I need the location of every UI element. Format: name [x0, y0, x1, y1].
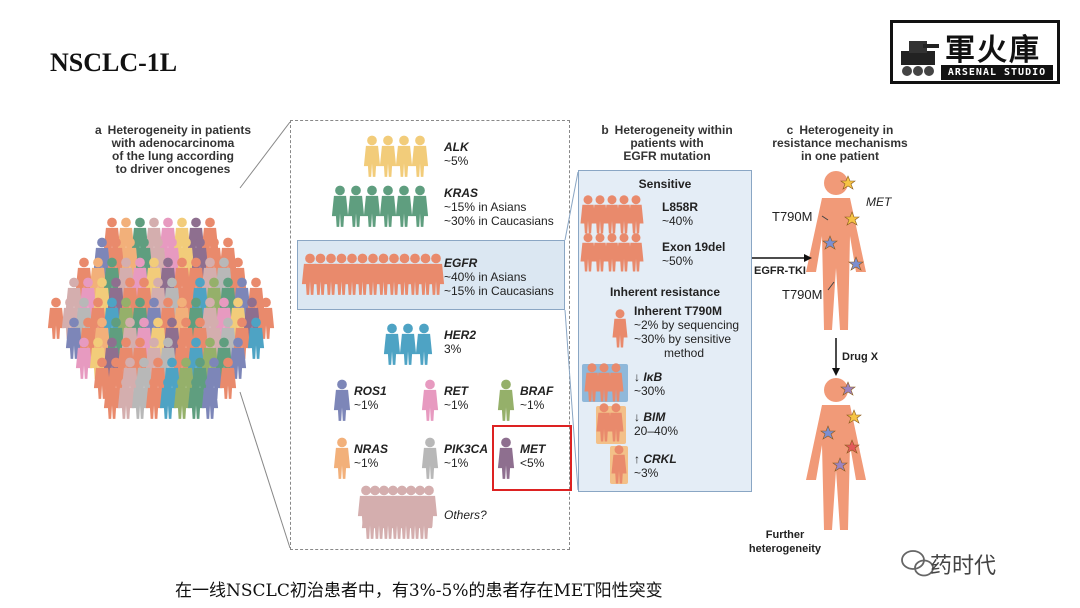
- oncogene-zoom-box: [290, 120, 570, 550]
- her2-person: [415, 323, 433, 365]
- panel-a-title-line: of the lung according: [112, 149, 234, 163]
- label-others: Others?: [444, 508, 487, 522]
- label-crkl: ↑ CRKL~3%: [634, 452, 677, 480]
- label-egfr-tki: EGFR-TKI: [754, 265, 806, 277]
- crowd-person: [47, 297, 65, 339]
- resistance-star-markers: [820, 175, 864, 472]
- pik3ca-person: [421, 437, 439, 479]
- panel-c-title-line: resistance mechanisms: [772, 136, 908, 150]
- tank-icon: [901, 41, 939, 76]
- patient-before-drug-x: [806, 171, 866, 330]
- wechat-icon: [901, 550, 934, 577]
- label-inherent-t790m: Inherent T790M~2% by sequencing~30% by s…: [634, 304, 740, 360]
- bim-highlight: [596, 406, 626, 444]
- kras-person: [411, 185, 429, 227]
- slide-caption: 在一线NSCLC初治患者中，有3%-5%的患者存在MET阳性突变: [175, 581, 663, 601]
- zoom-line-bottom: [239, 391, 291, 549]
- label-ikb: ↓ IκB~30%: [634, 370, 666, 398]
- alk-person: [411, 135, 429, 177]
- slide-title: NSCLC-1L: [50, 48, 178, 77]
- her2-person: [399, 323, 417, 365]
- t790m-leader-lines: [821, 215, 835, 291]
- egfr-person: [427, 253, 445, 295]
- kras-person: [331, 185, 349, 227]
- met-highlight-box: [492, 425, 572, 491]
- nras-person: [333, 437, 351, 479]
- label-c-t790m-2: T790M: [782, 287, 823, 302]
- label-drug-x: Drug X: [842, 351, 879, 363]
- panel-c-title-line: in one patient: [801, 149, 879, 163]
- panel-b-title-line: patients with: [630, 136, 704, 150]
- label-kras: KRAS~15% in Asians~30% in Caucasians: [444, 186, 554, 228]
- watermark-text: 药时代: [930, 554, 997, 579]
- label-c-met: MET: [866, 195, 892, 209]
- patient-after-drug-x: [806, 378, 866, 530]
- panel-b-letter: b: [601, 123, 609, 137]
- alk-person: [379, 135, 397, 177]
- egfr-tki-arrow: [752, 254, 812, 262]
- patient-crowd: [47, 217, 275, 419]
- kras-person: [395, 185, 413, 227]
- panel-a-title-line: to driver oncogenes: [115, 162, 231, 176]
- her2-person: [383, 323, 401, 365]
- logo-title: 軍火庫: [945, 33, 1041, 68]
- panel-a-title-line: with adenocarcinoma: [111, 136, 235, 150]
- crkl-highlight: [610, 446, 628, 484]
- alk-person: [363, 135, 381, 177]
- panel-a-title: a Heterogeneity in patients with adenocar…: [78, 124, 268, 176]
- zoom-line-top: [239, 121, 291, 189]
- sensitive-heading: Sensitive: [638, 177, 692, 191]
- ikb-highlight: [582, 364, 628, 402]
- label-exon19del: Exon 19del~50%: [662, 240, 726, 268]
- inherent-resistance-heading: Inherent resistance: [609, 285, 721, 299]
- ret-person: [421, 379, 439, 421]
- kras-person: [347, 185, 365, 227]
- label-ros1: ROS1~1%: [354, 384, 387, 412]
- panel-c-letter: c: [786, 123, 794, 137]
- logo-subtitle: ARSENAL STUDIO: [941, 65, 1053, 80]
- kras-person: [363, 185, 381, 227]
- ros1-person: [333, 379, 351, 421]
- label-pik3ca: PIK3CA~1%: [444, 442, 489, 470]
- label-braf: BRAF~1%: [520, 384, 554, 412]
- kras-person: [379, 185, 397, 227]
- arsenal-studio-logo: 軍火庫 ARSENAL STUDIO: [890, 20, 1060, 84]
- panel-a-letter: a: [94, 123, 102, 137]
- met-person: [497, 437, 515, 479]
- label-met: MET<5%: [520, 442, 546, 470]
- label-c-t790m-1: T790M: [772, 209, 813, 224]
- panel-b-title: b Heterogeneity within patients with EGFR…: [584, 124, 750, 163]
- label-l858r: L858R~40%: [662, 200, 699, 228]
- alk-person: [395, 135, 413, 177]
- braf-person: [497, 379, 515, 421]
- egfr-link-top: [564, 171, 579, 241]
- drug-x-arrow: [832, 338, 840, 376]
- panel-a-title-line: Heterogeneity in patients: [107, 123, 252, 137]
- label-nras: NRAS~1%: [354, 442, 389, 470]
- egfr-link-bottom: [564, 309, 579, 491]
- label-egfr: EGFR~40% in Asians~15% in Caucasians: [444, 256, 554, 298]
- panel-b-title-line: EGFR mutation: [623, 149, 711, 163]
- label-alk: ALK~5%: [444, 140, 469, 168]
- label-ret: RET~1%: [444, 384, 469, 412]
- panel-b-title-line: Heterogeneity within: [614, 123, 733, 137]
- panel-c-title-line: Heterogeneity in: [799, 123, 894, 137]
